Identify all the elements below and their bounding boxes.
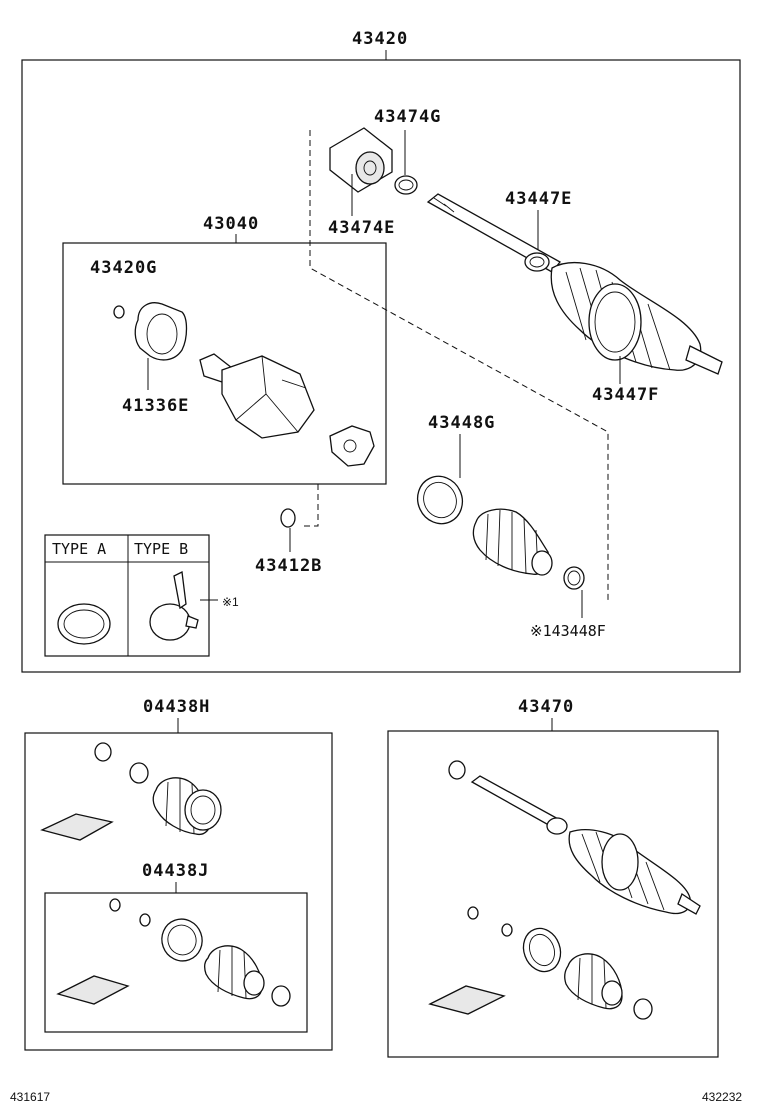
type-a-header: TYPE A bbox=[52, 540, 106, 558]
snap-ring-43412B bbox=[280, 508, 296, 528]
kit-04438H-parts bbox=[40, 742, 222, 841]
label-43040[interactable]: 43040 bbox=[203, 214, 259, 234]
clamp-43474G bbox=[394, 175, 418, 195]
label-43420[interactable]: 43420 bbox=[352, 29, 408, 49]
clamp-43448G bbox=[416, 475, 464, 525]
snap-ring-43420G bbox=[113, 305, 125, 319]
inner-boot bbox=[472, 508, 553, 576]
kit-43470-parts bbox=[428, 760, 701, 1020]
box-04438J bbox=[44, 892, 308, 1033]
clamp-43448F bbox=[563, 566, 585, 590]
clamp-type-table: TYPE A TYPE B bbox=[44, 534, 218, 657]
label-43448F[interactable]: ※143448F bbox=[530, 622, 606, 640]
kit-04438J-parts bbox=[56, 898, 291, 1007]
note-ref-1: ※1 bbox=[222, 595, 239, 609]
box-43470 bbox=[387, 730, 719, 1058]
label-04438J[interactable]: 04438J bbox=[142, 861, 209, 881]
label-43448G[interactable]: 43448G bbox=[428, 413, 495, 433]
box-43420 bbox=[21, 59, 741, 673]
label-43420G[interactable]: 43420G bbox=[90, 258, 157, 278]
drive-shaft bbox=[426, 193, 723, 375]
label-43470[interactable]: 43470 bbox=[518, 697, 574, 717]
label-04438H[interactable]: 04438H bbox=[143, 697, 210, 717]
label-43447E[interactable]: 43447E bbox=[505, 189, 572, 209]
clamp-type-b bbox=[149, 603, 191, 641]
damper-43474E bbox=[329, 127, 393, 193]
box-04438H bbox=[24, 732, 333, 1051]
type-b-header: TYPE B bbox=[134, 540, 188, 558]
inner-joint-housing bbox=[199, 353, 375, 467]
clamp-type-a bbox=[57, 603, 111, 645]
footer-right-code: 432232 bbox=[702, 1090, 742, 1104]
ring-41336E bbox=[134, 302, 188, 361]
box-43040 bbox=[62, 242, 387, 485]
label-43412B[interactable]: 43412B bbox=[255, 556, 322, 576]
label-41336E[interactable]: 41336E bbox=[122, 396, 189, 416]
footer-left-code: 431617 bbox=[10, 1090, 50, 1104]
label-43474G[interactable]: 43474G bbox=[374, 107, 441, 127]
label-43474E[interactable]: 43474E bbox=[328, 218, 395, 238]
label-43447F[interactable]: 43447F bbox=[592, 385, 659, 405]
